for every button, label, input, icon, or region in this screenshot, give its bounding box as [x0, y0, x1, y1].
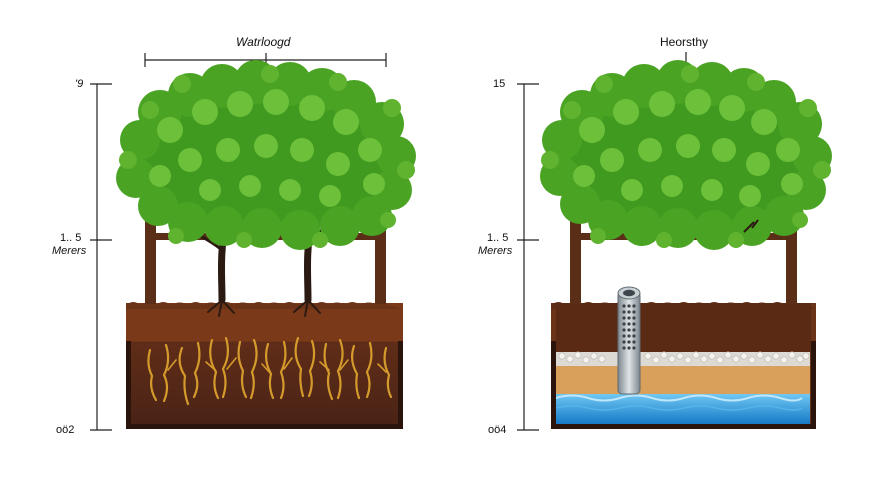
right-gravel-layer	[556, 351, 810, 366]
left-scale-top-label: '9	[75, 78, 84, 90]
right-scale-bottom-label: oö4	[488, 424, 507, 436]
left-canopy	[116, 60, 416, 250]
right-scale-mid-value: 1.. 5	[487, 232, 509, 244]
left-scale-mid-unit: Merers	[52, 245, 87, 257]
left-soil-bed	[126, 302, 403, 429]
right-sand-layer	[556, 366, 810, 394]
right-scale-top-label: 15	[493, 78, 506, 90]
left-panel-title: Watrloogd	[236, 35, 291, 49]
right-canopy	[540, 60, 832, 250]
left-scale-mid-value: 1.. 5	[60, 232, 82, 244]
right-height-scale	[517, 83, 539, 431]
drainage-pipe-icon	[617, 286, 641, 395]
right-panel	[517, 52, 832, 431]
left-roots	[147, 336, 393, 406]
right-scale-mid-unit: Merers	[478, 245, 513, 257]
right-panel-title: Heorsthy	[660, 35, 709, 49]
right-bed-walls	[551, 341, 816, 429]
right-water-layer	[555, 394, 810, 424]
left-height-scale	[90, 83, 112, 431]
left-scale-bottom-label: oö2	[56, 424, 75, 436]
left-panel	[90, 53, 416, 431]
